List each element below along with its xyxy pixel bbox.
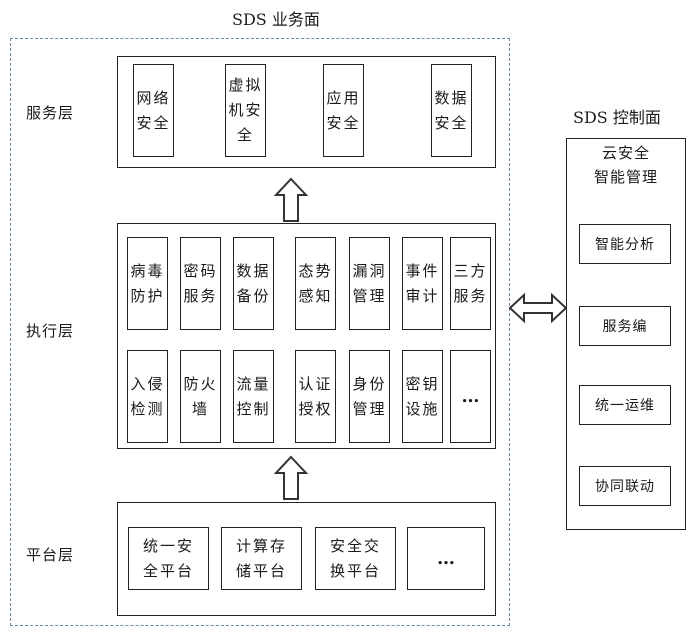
service-layer-label: 服务层 [26,104,75,122]
arrow-up-icon [273,455,309,500]
exec-virus-protection: 病毒 防护 [127,237,168,330]
exec-vulnerability-mgmt: 漏洞 管理 [349,237,390,330]
control-unified-ops: 统一运维 [579,385,671,425]
service-network-security: 网络 安全 [133,64,174,157]
platform-compute-storage: 计算存 储平台 [221,527,302,590]
exec-crypto-service: 密码 服务 [180,237,221,330]
exec-firewall: 防火 墙 [180,350,221,443]
business-plane-frame [10,38,510,626]
service-app-security: 应用 安全 [323,64,364,157]
exec-intrusion-detection: 入侵 检测 [127,350,168,443]
platform-security-exchange: 安全交 换平台 [315,527,396,590]
execution-layer-label: 执行层 [26,322,75,340]
business-plane-title: SDS 业务面 [232,10,320,29]
exec-key-facility: 密钥 设施 [402,350,443,443]
exec-data-backup: 数据 备份 [233,237,274,330]
control-collaborative-linkage: 协同联动 [579,466,671,506]
exec-traffic-control: 流量 控制 [233,350,274,443]
exec-situation-awareness: 态势 感知 [295,237,336,330]
arrow-up-icon [273,177,309,222]
bidirectional-arrow-icon [508,292,568,324]
control-plane-subtitle: 云安全 智能管理 [593,144,658,186]
platform-unified-security: 统一安 全平台 [128,527,209,590]
exec-identity-mgmt: 身份 管理 [349,350,390,443]
control-smart-analysis: 智能分析 [579,224,671,264]
exec-more-ellipsis: … [450,350,491,443]
service-data-security: 数据 安全 [431,64,472,157]
platform-more-ellipsis: … [407,527,485,590]
exec-auth-authorization: 认证 授权 [295,350,336,443]
control-plane-title: SDS 控制面 [573,108,661,127]
control-service-orchestration: 服务编 [579,306,671,346]
exec-third-party-service: 三方 服务 [450,237,491,330]
platform-layer-label: 平台层 [26,546,75,564]
exec-event-audit: 事件 审计 [402,237,443,330]
service-vm-security: 虚拟 机安 全 [225,64,266,157]
